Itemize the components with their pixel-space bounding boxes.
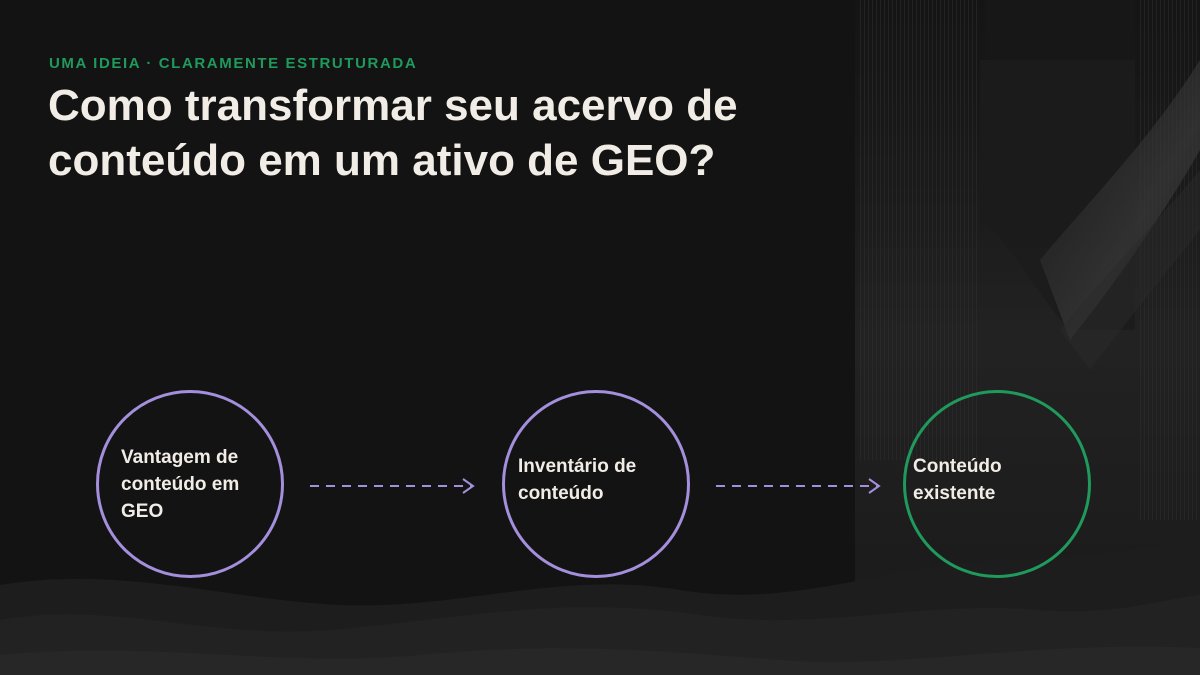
node-inventario: Inventário de conteúdo bbox=[502, 390, 690, 578]
page-title: Como transformar seu acervo de conteúdo … bbox=[48, 81, 738, 185]
arrow-icon bbox=[716, 478, 881, 494]
arrow-icon bbox=[310, 478, 475, 494]
node-label: Inventário de conteúdo bbox=[518, 456, 637, 504]
node-vantagem-geo: Vantagem de conteúdo em GEO bbox=[96, 390, 284, 578]
node-label: Vantagem de conteúdo em GEO bbox=[121, 446, 240, 522]
node-conteudo-existente: Conteúdo existente bbox=[903, 390, 1091, 578]
node-label: Conteúdo existente bbox=[913, 456, 1002, 504]
eyebrow-label: UMA IDEIA · CLARAMENTE ESTRUTURADA bbox=[49, 55, 418, 72]
